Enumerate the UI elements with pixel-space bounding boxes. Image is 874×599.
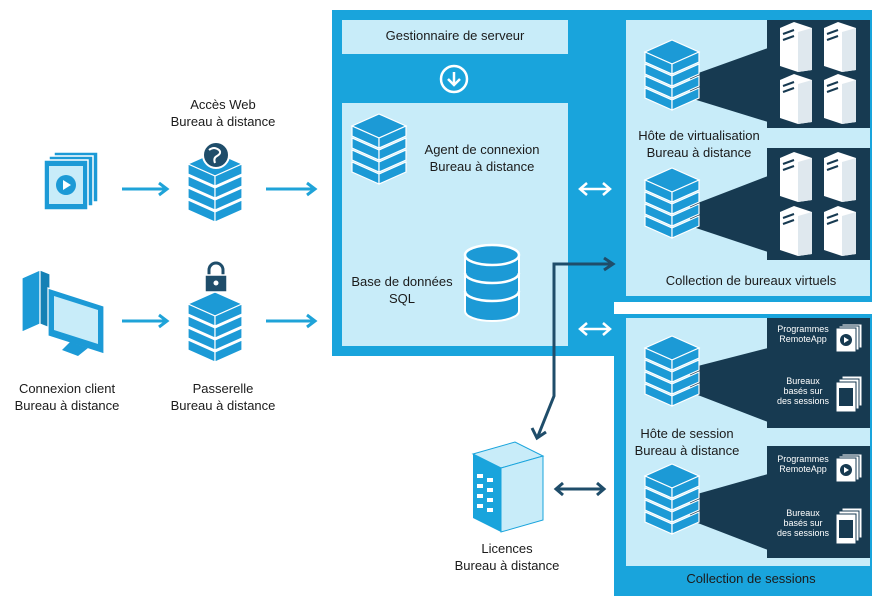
database-label: Base de données SQL: [351, 274, 453, 306]
server-stack-icon: [643, 39, 701, 111]
server-tower-icon: [824, 152, 856, 202]
session-desktop-icon: [835, 375, 863, 413]
server-tower-icon: [780, 74, 812, 124]
server-tower-icon: [780, 206, 812, 256]
bidirectional-arrow-icon: [578, 182, 612, 196]
padlock-icon: [204, 261, 228, 293]
web-app-window-icon: [43, 151, 99, 211]
server-tower-icon: [824, 206, 856, 256]
server-manager-bar: Gestionnaire de serveur: [342, 20, 568, 54]
gateway-label: Passerelle Bureau à distance: [170, 381, 276, 413]
bidirectional-arrow-icon: [578, 322, 612, 336]
session-collection-label: Collection de sessions: [686, 571, 816, 586]
licensing-label: Licences Bureau à distance: [454, 541, 560, 573]
session-desktops-label: Bureaux basés sur des sessions: [776, 376, 830, 406]
globe-icon: [202, 141, 230, 169]
server-stack-icon: [350, 113, 408, 185]
server-tower-icon: [824, 74, 856, 124]
license-server-icon: [471, 441, 545, 533]
broker-label: Agent de connexion Bureau à distance: [424, 142, 540, 174]
web-app-window-icon: [835, 453, 863, 483]
server-tower-icon: [780, 152, 812, 202]
desktop-computer-icon: [21, 269, 105, 356]
arrow-right-icon: [266, 313, 318, 329]
server-stack-icon: [186, 291, 244, 363]
arrow-right-icon: [266, 181, 318, 197]
connection-beam: [690, 348, 768, 550]
connection-beam: [690, 48, 768, 252]
web-access-label: Accès Web Bureau à distance: [170, 97, 276, 129]
virtual-collection-label: Collection de bureaux virtuels: [665, 273, 837, 288]
server-stack-icon: [643, 167, 701, 239]
server-manager-label: Gestionnaire de serveur: [385, 28, 525, 43]
server-tower-icon: [824, 22, 856, 72]
database-icon: [463, 243, 521, 322]
arrow-right-icon: [122, 313, 170, 329]
session-host-label: Hôte de session Bureau à distance: [634, 426, 740, 458]
down-arrow-icon: [439, 64, 469, 94]
web-app-window-icon: [835, 323, 863, 353]
session-desktops-label: Bureaux basés sur des sessions: [776, 508, 830, 538]
bidirectional-arrow-icon: [553, 481, 607, 497]
server-stack-icon: [643, 463, 701, 535]
licensing-connector: [530, 256, 616, 441]
server-stack-icon: [186, 151, 244, 223]
remoteapp-label: Programmes RemoteApp: [777, 324, 829, 344]
arrow-right-icon: [122, 181, 170, 197]
session-desktop-icon: [835, 507, 863, 545]
virtualization-host-label: Hôte de virtualisation Bureau à distance: [638, 128, 760, 160]
server-stack-icon: [643, 335, 701, 407]
client-label: Connexion client Bureau à distance: [14, 381, 120, 413]
remoteapp-label: Programmes RemoteApp: [777, 454, 829, 474]
server-tower-icon: [780, 22, 812, 72]
